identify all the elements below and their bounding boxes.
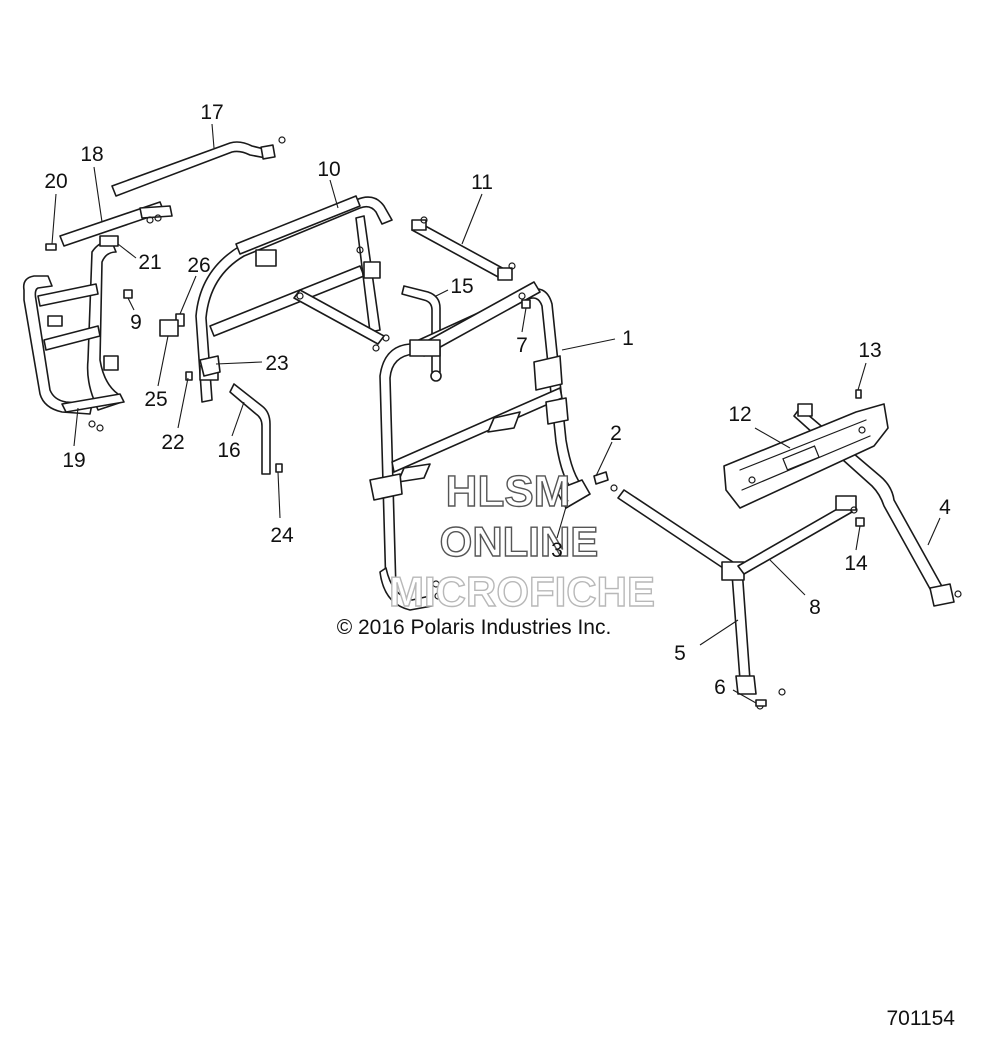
callout-17: 17: [200, 101, 223, 124]
callout-20: 20: [44, 170, 67, 193]
callout-14: 14: [844, 552, 868, 575]
callout-22: 22: [161, 431, 184, 454]
callout-26: 26: [187, 254, 210, 277]
watermark-line-3: MICROFICHE: [389, 568, 655, 615]
part-16-lower-strut: [229, 383, 271, 475]
callout-19: 19: [62, 449, 85, 472]
part-25-plate: [159, 319, 179, 337]
part-9-nut: [123, 289, 133, 299]
part-22-pin: [185, 371, 193, 381]
callout-6: 6: [714, 676, 726, 699]
callout-3: 3: [551, 539, 563, 562]
callout-23: 23: [265, 352, 288, 375]
callout-15: 15: [450, 275, 473, 298]
callout-18: 18: [80, 143, 103, 166]
part-17-rear-upper-bar: [111, 136, 286, 197]
callout-25: 25: [144, 388, 167, 411]
callout-9: 9: [130, 311, 142, 334]
part-7-nut: [521, 299, 531, 309]
part-20-bolt: [45, 243, 57, 251]
callout-24: 24: [270, 524, 294, 547]
callout-10: 10: [317, 158, 340, 181]
part-2-bolt: [593, 471, 618, 492]
leader-lines: [51, 123, 941, 704]
part-23-bracket: [199, 355, 221, 377]
part-21-bracket: [99, 235, 119, 247]
part-24-bolt: [275, 463, 283, 473]
part-12-dash-panel: [723, 403, 889, 509]
callout-8: 8: [809, 596, 821, 619]
watermark-line-2: ONLINE: [440, 518, 599, 565]
copyright-notice: © 2016 Polaris Industries Inc.: [337, 616, 612, 639]
callout-2: 2: [610, 422, 622, 445]
callout-7: 7: [516, 334, 528, 357]
callout-11: 11: [471, 171, 493, 194]
part-19-rear-side-frame: [22, 240, 125, 432]
part-11-cross-bar: [411, 216, 516, 281]
part-14-nut: [855, 517, 865, 527]
part-8-front-cross-tube: [737, 495, 858, 575]
diagram-id: 701154: [886, 1007, 955, 1030]
callout-13: 13: [858, 339, 881, 362]
callout-1: 1: [622, 327, 634, 350]
watermark-line-1: HLSM: [446, 467, 571, 516]
callout-21: 21: [138, 251, 161, 274]
callout-labels: 1 2 3 4 5 6 7 8 9 10 11 12 13 14 15 16 1…: [44, 101, 951, 699]
callout-4: 4: [939, 496, 951, 519]
callout-16: 16: [217, 439, 240, 462]
part-18-rear-bar: [59, 201, 173, 247]
callout-5: 5: [674, 642, 686, 665]
part-6-bolt: [755, 699, 767, 707]
watermark: HLSM ONLINE MICROFICHE: [388, 466, 655, 615]
part-13-screw: [855, 389, 862, 399]
part-10-mid-cage: [195, 195, 393, 403]
part-diagonal-rod: [293, 289, 385, 352]
part-4-right-pillar: [793, 403, 962, 607]
part-1-main-cage: [369, 281, 591, 611]
callout-12: 12: [728, 403, 751, 426]
part-15-strut: [401, 285, 442, 382]
